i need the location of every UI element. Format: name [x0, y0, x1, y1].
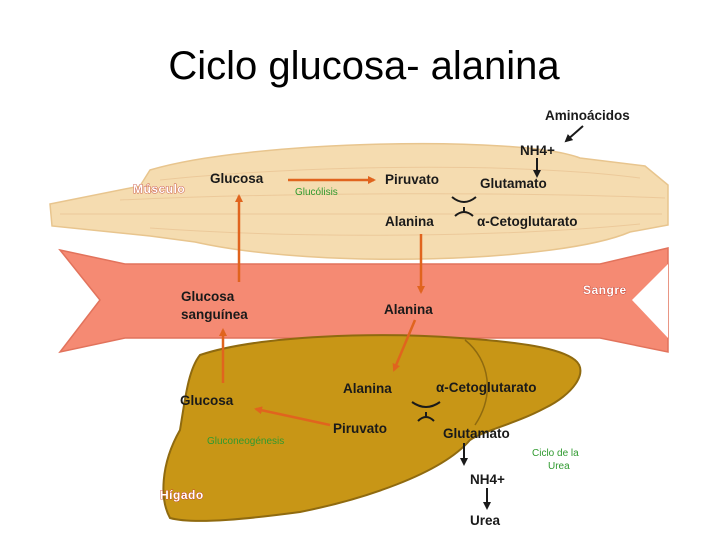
label-glucosa-liver: Glucosa — [180, 393, 234, 408]
blood-alanine-to-liver-arrow — [392, 319, 417, 372]
label-piruvato-muscle: Piruvato — [385, 172, 439, 187]
liver-transamination-arrows — [411, 401, 441, 422]
label-glutamato-muscle: Glutamato — [480, 176, 547, 191]
label-glucosa-sanguinea-1: Glucosa — [181, 289, 235, 304]
label-musculo: Músculo — [133, 182, 185, 196]
label-piruvato-liver: Piruvato — [333, 421, 387, 436]
muscle-shape — [49, 142, 669, 260]
label-sangre: Sangre — [583, 283, 627, 297]
label-alanina-muscle: Alanina — [385, 214, 434, 229]
label-cetoglutarato-liver: α-Cetoglutarato — [436, 380, 537, 395]
blood-vessel-shape — [58, 247, 669, 354]
label-glucosa-sanguinea-2: sanguínea — [181, 307, 248, 322]
label-cetoglutarato-muscle: α-Cetoglutarato — [477, 214, 578, 229]
label-urea: Urea — [470, 513, 501, 528]
arrows — [219, 125, 584, 510]
label-nh4-bottom: NH4+ — [470, 472, 505, 487]
amino-acids-arrow — [564, 125, 584, 143]
label-alanina-blood: Alanina — [384, 302, 433, 317]
label-aminoacidos: Aminoácidos — [545, 108, 630, 123]
label-ciclo-urea-2: Urea — [548, 461, 570, 472]
label-gluconeogenesis: Gluconeogénesis — [207, 436, 284, 447]
label-glutamato-liver: Glutamato — [443, 426, 510, 441]
label-higado: Hígado — [160, 488, 204, 502]
label-alanina-liver: Alanina — [343, 381, 392, 396]
label-ciclo-urea-1: Ciclo de la — [532, 448, 579, 459]
gluconeogenesis-arrow — [254, 406, 331, 427]
muscle-transamination-arrows — [451, 196, 477, 217]
label-glucosa-muscle: Glucosa — [210, 171, 264, 186]
label-nh4-top: NH4+ — [520, 143, 555, 158]
slide-title: Ciclo glucosa- alanina — [168, 44, 560, 88]
label-glucolisis: Glucólisis — [295, 187, 338, 198]
liver-shape — [162, 334, 582, 522]
